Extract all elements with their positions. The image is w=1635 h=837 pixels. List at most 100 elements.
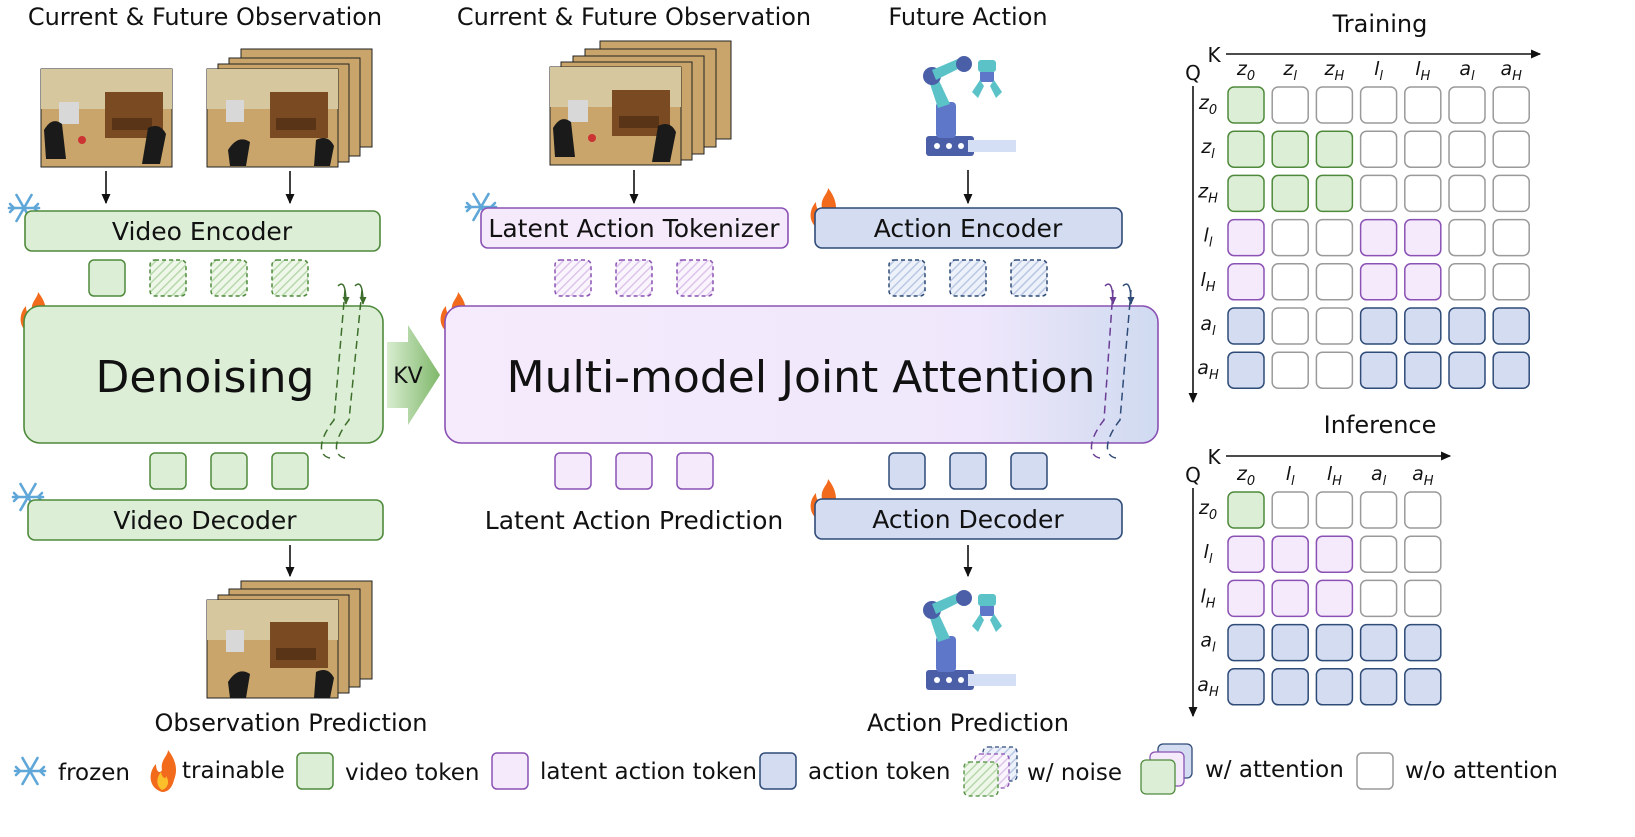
legend: frozen trainable video token latent acti… bbox=[13, 743, 1558, 797]
training-row-label: al bbox=[1200, 313, 1216, 339]
inference-row-label: z0 bbox=[1198, 497, 1217, 523]
inference-matrix-cell bbox=[1315, 535, 1354, 573]
training-matrix-cell bbox=[1315, 218, 1354, 257]
inference-matrix-cell bbox=[1271, 491, 1309, 529]
training-matrix-cell bbox=[1315, 130, 1354, 168]
video-encoder-label: Video Encoder bbox=[112, 217, 293, 246]
training-matrix-cell bbox=[1271, 130, 1309, 168]
training-col-label: zl bbox=[1282, 58, 1297, 84]
training-row-label: lH bbox=[1200, 269, 1215, 295]
inference-matrix-cell bbox=[1227, 535, 1265, 573]
inference-matrix-cell bbox=[1359, 623, 1398, 662]
action-token bbox=[949, 452, 987, 490]
training-matrix-cell bbox=[1359, 307, 1398, 345]
kv-label: KV bbox=[393, 364, 422, 389]
observation-image-stack-future bbox=[206, 48, 373, 168]
snowflake-icon bbox=[11, 482, 45, 512]
inference-matrix-cell bbox=[1404, 579, 1442, 618]
training-matrix-cell bbox=[1315, 174, 1354, 213]
noisy-video-token bbox=[149, 259, 187, 297]
training-matrix-cell bbox=[1404, 218, 1442, 257]
future-action-title: Future Action bbox=[888, 3, 1047, 31]
training-matrix-cell bbox=[1227, 218, 1265, 257]
inference-matrix-cell bbox=[1315, 491, 1354, 529]
training-k-label: K bbox=[1207, 43, 1221, 67]
action-token bbox=[888, 452, 926, 490]
inference-q-label: Q bbox=[1185, 463, 1201, 487]
latent-action-token bbox=[554, 452, 592, 490]
robot-arm-icon bbox=[923, 56, 1016, 156]
action-decoder-label: Action Decoder bbox=[872, 505, 1064, 534]
training-matrix-cell bbox=[1448, 351, 1486, 389]
training-matrix-cell bbox=[1448, 307, 1486, 345]
action-encoder-box bbox=[814, 207, 1123, 249]
video-decoder-box bbox=[27, 499, 384, 541]
training-col-label: z0 bbox=[1236, 58, 1255, 84]
action-token bbox=[1010, 452, 1048, 490]
legend-attention-swatch bbox=[1140, 743, 1193, 795]
training-matrix-cell bbox=[1227, 174, 1265, 213]
training-matrix-cell bbox=[1315, 263, 1354, 301]
training-matrix-cell bbox=[1404, 263, 1442, 301]
training-matrix-cell bbox=[1271, 351, 1309, 389]
training-matrix-cell bbox=[1404, 130, 1442, 168]
legend-video-token: video token bbox=[345, 760, 479, 786]
video-token bbox=[271, 452, 309, 490]
legend-trainable: trainable bbox=[182, 758, 285, 784]
action-decoder-box bbox=[814, 498, 1123, 540]
inference-row-label: al bbox=[1200, 630, 1216, 656]
training-row-label: zl bbox=[1200, 136, 1215, 162]
robot-arm-icon bbox=[923, 590, 1016, 690]
training-matrix-cell bbox=[1448, 86, 1486, 124]
training-matrix-cell bbox=[1448, 174, 1486, 213]
noisy-action-token bbox=[888, 259, 926, 297]
legend-with-noise: w/ noise bbox=[1027, 760, 1122, 786]
latent-action-tokenizer-box bbox=[480, 207, 789, 249]
inference-matrix-cell bbox=[1271, 668, 1309, 706]
training-matrix-cell bbox=[1359, 130, 1398, 168]
training-matrix-cell bbox=[1492, 130, 1530, 168]
legend-action-token-swatch bbox=[759, 752, 797, 790]
noisy-latent-token bbox=[615, 259, 653, 297]
training-col-label: lH bbox=[1415, 58, 1430, 84]
training-matrix-cell bbox=[1227, 86, 1265, 124]
inference-row-label: ll bbox=[1204, 541, 1213, 567]
denoising-label: Denoising bbox=[96, 352, 315, 403]
legend-without-attention: w/o attention bbox=[1405, 758, 1558, 784]
training-matrix-cell bbox=[1492, 263, 1530, 301]
denoising-block bbox=[23, 305, 384, 444]
kv-loop-arrows-green bbox=[320, 283, 367, 459]
training-matrix-cell bbox=[1492, 218, 1530, 257]
training-matrix-cell bbox=[1271, 307, 1309, 345]
training-matrix-cell bbox=[1227, 263, 1265, 301]
video-token bbox=[88, 259, 126, 297]
latent-action-prediction-label: Latent Action Prediction bbox=[485, 506, 783, 535]
training-matrix-cell bbox=[1359, 86, 1398, 124]
latent-action-token bbox=[676, 452, 714, 490]
noisy-latent-token bbox=[554, 259, 592, 297]
training-matrix-cell bbox=[1492, 86, 1530, 124]
noisy-action-token bbox=[949, 259, 987, 297]
observation-prediction-title: Observation Prediction bbox=[155, 709, 428, 737]
inference-matrix-cell bbox=[1271, 579, 1309, 618]
training-matrix-cell bbox=[1359, 351, 1398, 389]
training-matrix-cell bbox=[1271, 263, 1309, 301]
training-matrix-cell bbox=[1404, 307, 1442, 345]
snowflake-icon bbox=[13, 756, 47, 786]
inference-matrix-cell bbox=[1315, 579, 1354, 618]
predicted-observation-image-stack bbox=[206, 580, 373, 699]
noisy-video-token bbox=[210, 259, 248, 297]
inference-matrix-cell bbox=[1315, 668, 1354, 706]
kv-arrow bbox=[387, 325, 440, 425]
training-matrix-cell bbox=[1492, 174, 1530, 213]
inference-matrix-cell bbox=[1227, 623, 1265, 662]
training-col-label: zH bbox=[1324, 58, 1345, 84]
flame-icon bbox=[150, 750, 176, 792]
training-row-label: aH bbox=[1197, 357, 1219, 383]
inference-col-label: lH bbox=[1327, 463, 1342, 489]
training-matrix-cell bbox=[1492, 307, 1530, 345]
latent-action-tokenizer-label: Latent Action Tokenizer bbox=[488, 214, 780, 243]
inference-col-label: aH bbox=[1412, 463, 1434, 489]
training-row-label: ll bbox=[1204, 225, 1213, 251]
